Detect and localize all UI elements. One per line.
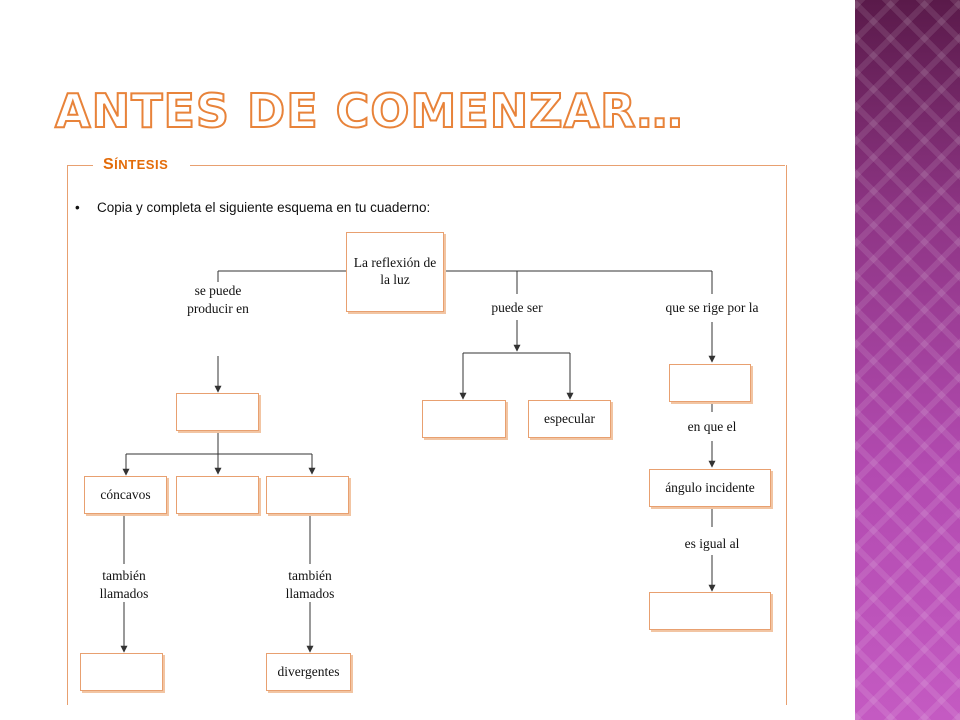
box-middle-left [422, 400, 506, 438]
box-middle [176, 476, 259, 514]
label-es-igual-al: es igual al [664, 535, 760, 553]
label-tambien1-text: también llamados [99, 568, 149, 601]
box-bottom-left [80, 653, 163, 691]
box-angulo-text: ángulo incidente [665, 479, 755, 495]
box-angulo-incidente: ángulo incidente [649, 469, 771, 507]
instruction: • Copia y completa el siguiente esquema e… [75, 200, 430, 215]
box-concavos: cóncavos [84, 476, 167, 514]
slide-title: Antes de comenzar… [54, 84, 684, 138]
box-especular-text: especular [544, 410, 595, 426]
section-label-rest: íntesis [114, 157, 169, 172]
label-en-que-el: en que el [664, 418, 760, 436]
box-final [649, 592, 771, 630]
decorative-side-panel [855, 0, 960, 720]
label-se-puede-producir-en: se puede producir en [180, 282, 256, 317]
panel-frame [67, 165, 787, 705]
label-tambien-llamados-1: también llamados [84, 567, 164, 602]
box-concavos-text: cóncavos [100, 486, 151, 502]
label-right-text: que se rige por la [665, 300, 759, 315]
box-right [266, 476, 349, 514]
bullet-marker: • [75, 200, 80, 215]
label-right3-text: es igual al [684, 536, 740, 551]
section-label: Síntesis [103, 156, 168, 174]
label-que-se-rige-por-la: que se rige por la [642, 299, 782, 317]
box-left-top [176, 393, 259, 431]
section-label-initial: S [103, 156, 115, 173]
label-left-text: se puede producir en [187, 283, 249, 316]
root-box: La reflexión de la luz [346, 232, 444, 312]
label-tambien2-text: también llamados [285, 568, 335, 601]
box-divergentes-text: divergentes [277, 663, 340, 679]
frame-top-left-rule [67, 165, 93, 166]
label-middle-text: puede ser [491, 300, 543, 315]
box-divergentes: divergentes [266, 653, 351, 691]
root-text: La reflexión de la luz [353, 255, 437, 287]
box-law [669, 364, 751, 402]
label-puede-ser: puede ser [472, 299, 562, 317]
label-right2-text: en que el [687, 419, 737, 434]
box-especular: especular [528, 400, 611, 438]
instruction-text: Copia y completa el siguiente esquema en… [97, 200, 431, 215]
frame-top-right-rule [190, 165, 785, 166]
label-tambien-llamados-2: también llamados [270, 567, 350, 602]
